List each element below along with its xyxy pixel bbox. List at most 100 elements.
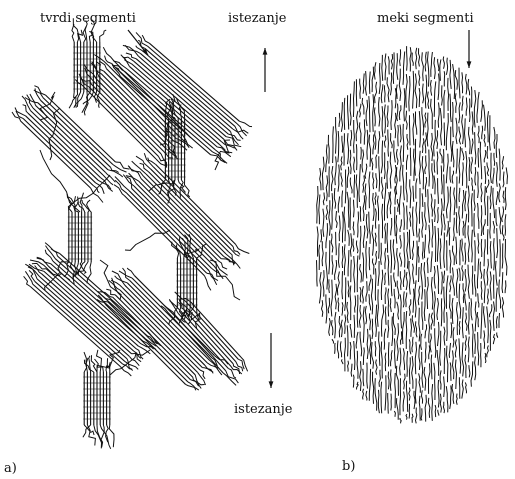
soft-segment xyxy=(431,194,432,217)
soft-segment xyxy=(419,396,420,421)
soft-segment xyxy=(465,243,466,265)
soft-segment xyxy=(472,178,473,191)
soft-segment xyxy=(373,135,374,155)
soft-segment xyxy=(438,410,439,416)
soft-segment xyxy=(496,261,498,286)
soft-segment xyxy=(366,100,368,126)
soft-segment xyxy=(481,100,483,122)
soft-segment xyxy=(438,59,439,71)
soft-segment xyxy=(360,104,361,118)
soft-segment xyxy=(444,287,445,323)
soft-segment xyxy=(337,272,339,296)
soft-segment xyxy=(494,153,495,166)
soft-segment xyxy=(363,369,364,386)
soft-segment xyxy=(431,355,432,380)
soft-segment xyxy=(382,106,383,137)
soft-segment xyxy=(456,149,457,174)
soft-segment xyxy=(376,155,377,169)
soft-segment xyxy=(494,238,495,270)
soft-segment xyxy=(499,207,501,234)
panel-b-label: b) xyxy=(342,460,355,473)
soft-segment xyxy=(456,237,457,264)
soft-segment xyxy=(363,253,364,282)
soft-segment xyxy=(326,252,328,290)
soft-segment xyxy=(413,71,414,109)
soft-segment xyxy=(450,187,451,223)
soft-segment xyxy=(469,365,470,377)
soft-segment xyxy=(388,56,389,74)
soft-segment xyxy=(341,156,342,170)
soft-segment xyxy=(454,188,455,216)
soft-segment xyxy=(468,186,469,223)
soft-segment xyxy=(347,325,348,356)
soft-segment xyxy=(502,225,504,240)
soft-segment xyxy=(487,306,489,343)
soft-segment xyxy=(444,71,445,86)
soft-segment xyxy=(343,212,344,243)
soft-segment xyxy=(384,152,385,179)
soft-segment xyxy=(366,214,368,238)
soft-segment xyxy=(434,120,436,156)
soft-segment xyxy=(382,305,384,337)
soft-segment xyxy=(438,380,439,408)
soft-segment xyxy=(338,298,339,312)
soft-segment xyxy=(326,144,327,172)
soft-segment xyxy=(388,289,389,317)
soft-segment xyxy=(401,331,402,344)
soft-segment xyxy=(411,319,412,337)
soft-segment xyxy=(419,70,420,86)
soft-segment xyxy=(385,287,386,304)
soft-segment xyxy=(428,189,430,223)
soft-segment xyxy=(446,113,448,150)
soft-segment xyxy=(413,207,414,237)
soft-segment xyxy=(471,157,473,174)
soft-segment xyxy=(469,157,470,181)
soft-segment xyxy=(484,150,486,162)
soft-segment xyxy=(459,284,461,319)
soft-segment xyxy=(491,153,492,183)
soft-segment xyxy=(335,260,337,280)
soft-segment xyxy=(351,364,352,377)
soft-segment xyxy=(379,97,380,126)
soft-segment xyxy=(381,141,382,174)
soft-segment xyxy=(450,385,452,409)
soft-segment xyxy=(456,394,457,405)
soft-segment xyxy=(369,247,370,270)
soft-segment xyxy=(373,94,374,132)
soft-segment xyxy=(385,353,386,372)
soft-segment xyxy=(422,107,424,135)
soft-segment xyxy=(472,230,473,263)
soft-segment xyxy=(337,340,338,358)
soft-segment xyxy=(446,275,448,308)
soft-segment xyxy=(344,244,345,275)
soft-segment xyxy=(391,394,392,411)
soft-segment xyxy=(376,173,377,188)
soft-segment xyxy=(353,81,354,117)
soft-segment xyxy=(432,163,433,189)
soft-segment xyxy=(412,356,413,389)
soft-segment xyxy=(425,395,426,422)
soft-segment xyxy=(493,221,494,234)
soft-segment xyxy=(450,294,452,318)
soft-segment xyxy=(400,125,401,143)
soft-segment xyxy=(475,334,476,354)
soft-segment xyxy=(356,79,357,106)
soft-segment xyxy=(431,52,433,77)
soft-segment xyxy=(500,239,501,276)
soft-segment xyxy=(450,362,451,381)
soft-segment xyxy=(397,199,398,212)
soft-segment xyxy=(481,281,482,300)
soft-segment xyxy=(350,233,351,256)
soft-segment xyxy=(388,320,389,338)
soft-segment xyxy=(443,57,444,69)
soft-segment xyxy=(462,114,464,144)
soft-segment xyxy=(486,180,489,193)
soft-segment xyxy=(326,175,328,201)
soft-segment xyxy=(366,391,367,401)
soft-segment xyxy=(466,74,467,95)
soft-segment xyxy=(394,289,395,308)
soft-segment xyxy=(419,229,420,243)
soft-segment xyxy=(378,261,379,286)
soft-segment xyxy=(360,79,361,99)
soft-segment xyxy=(387,223,388,253)
